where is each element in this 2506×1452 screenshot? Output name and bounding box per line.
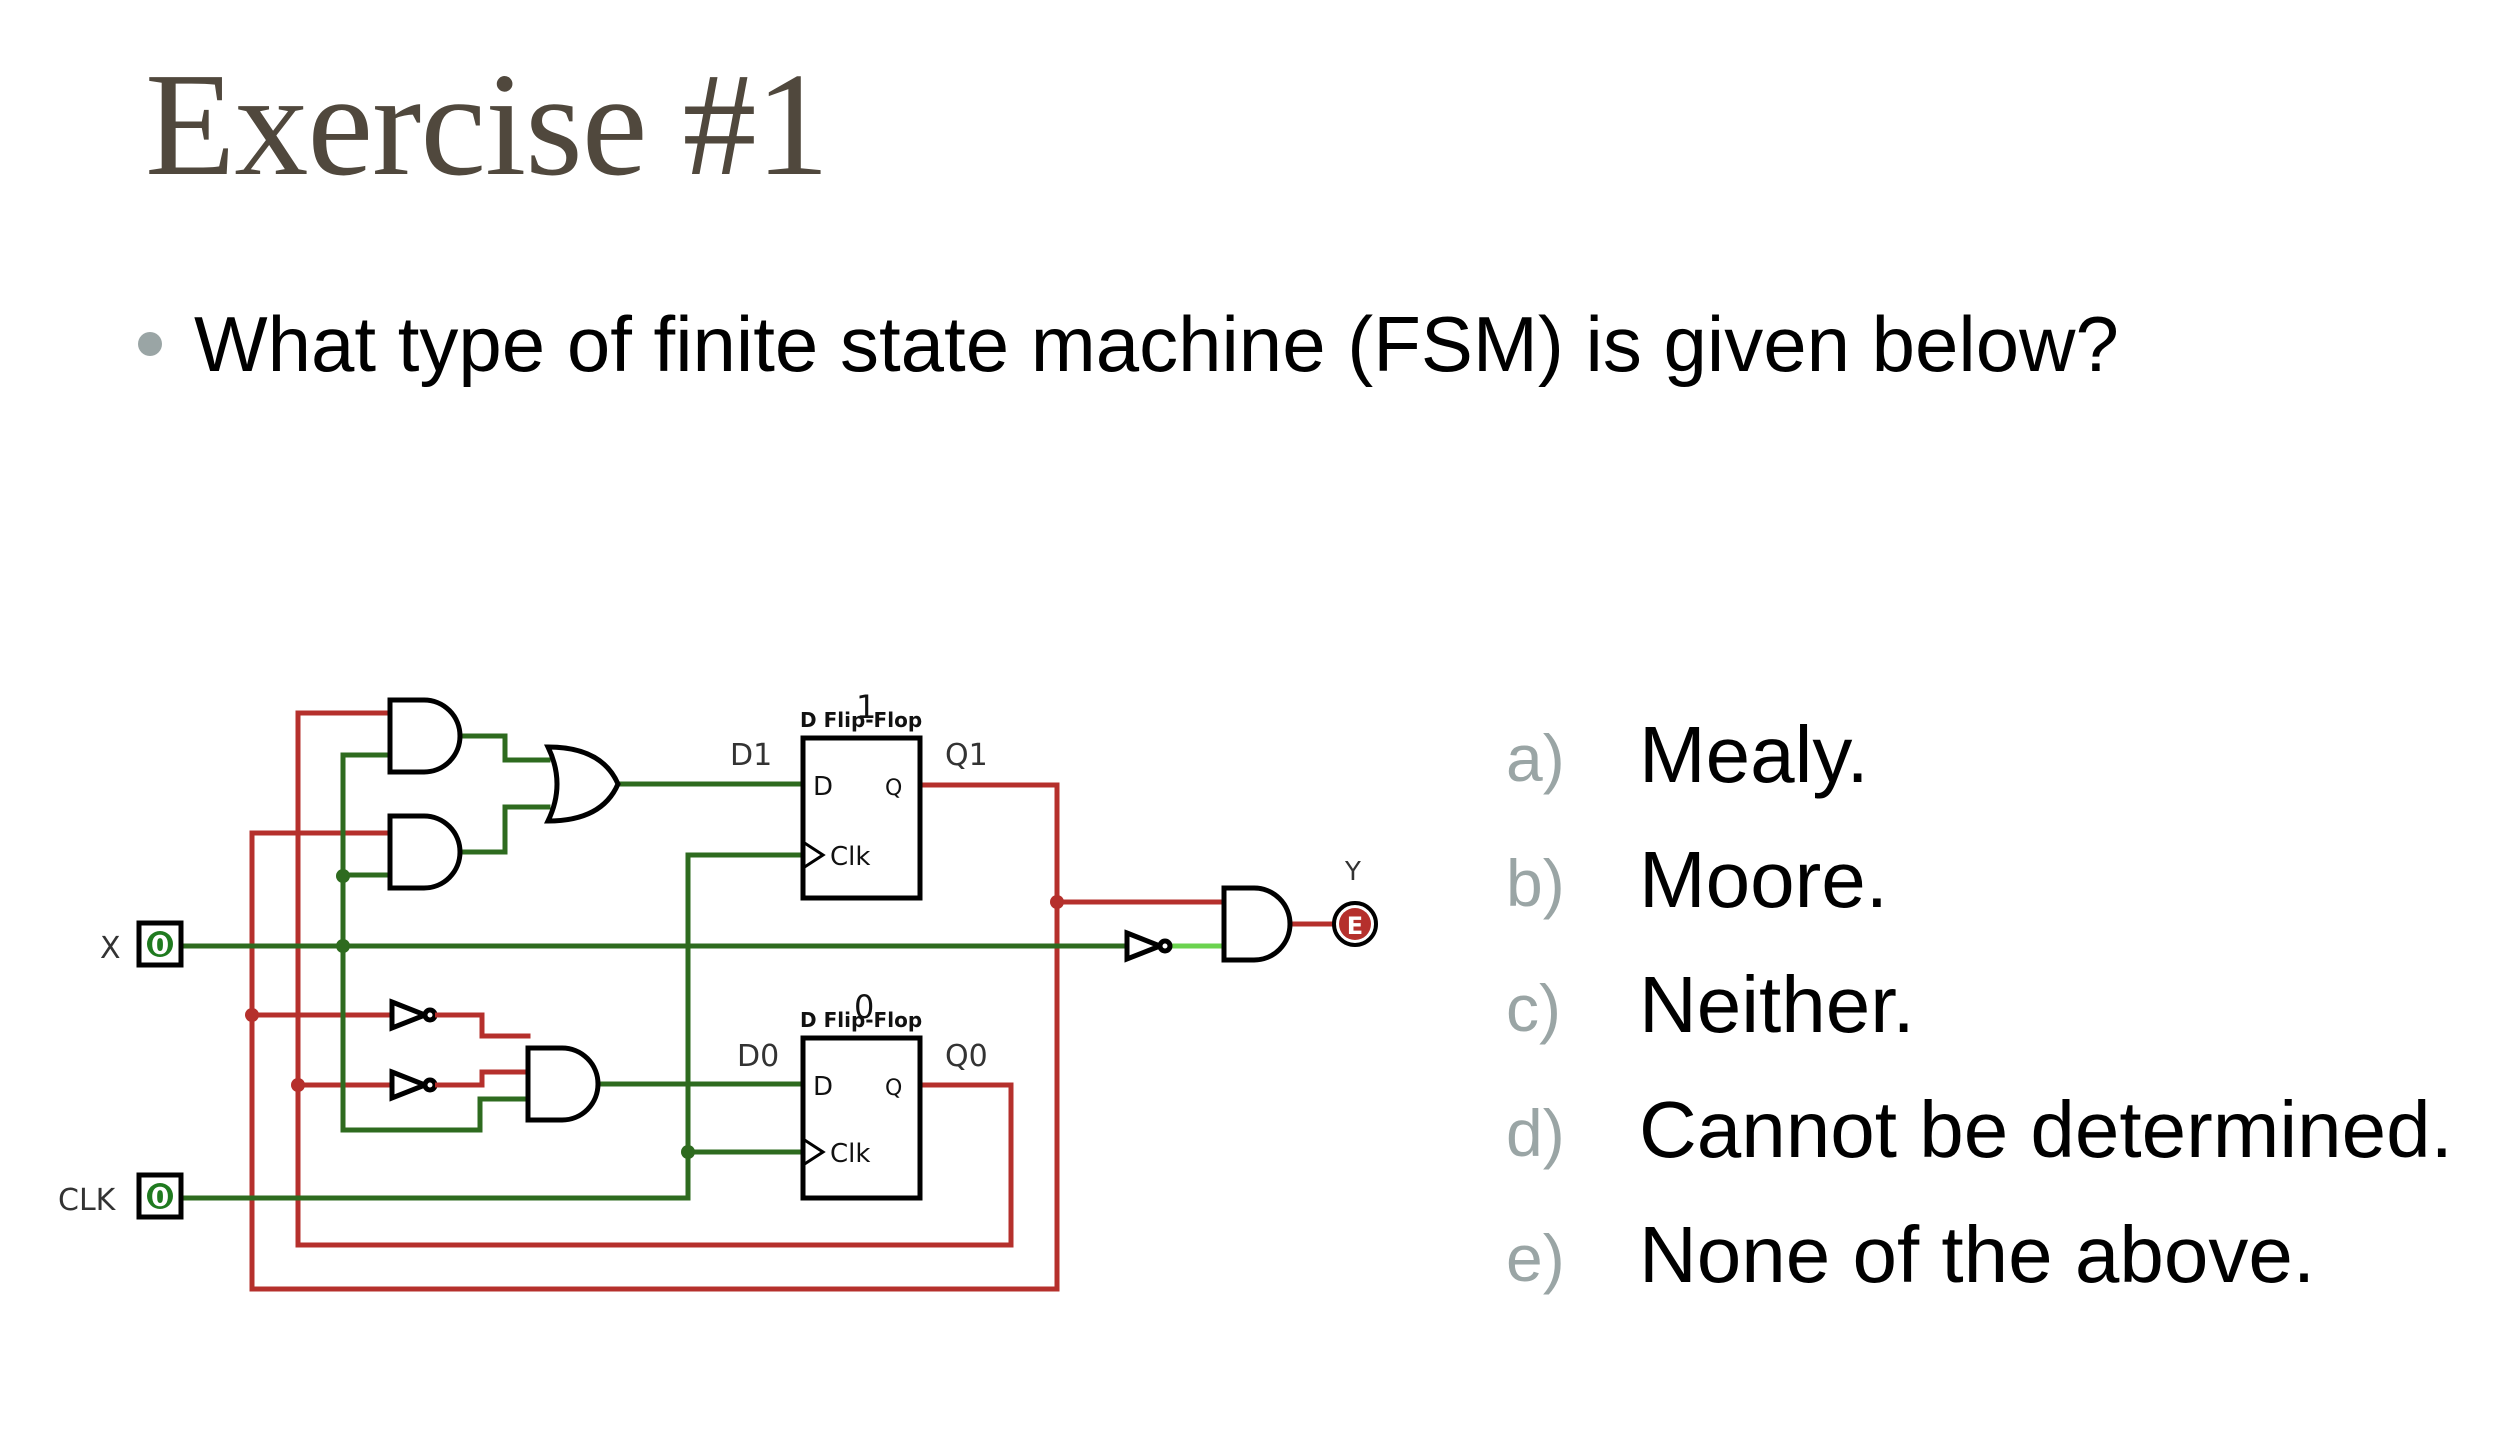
not-gate-1 [389, 998, 482, 1032]
input-pin-x[interactable]: 0 [136, 920, 184, 968]
flip-flop-1 [800, 735, 923, 901]
input-clk-value: 0 [151, 1183, 169, 1213]
or-gate [544, 744, 621, 824]
and-gate-output [1221, 885, 1293, 963]
input-x-value: 0 [151, 931, 169, 961]
label-clk: CLK [58, 1183, 117, 1218]
label-x: X [100, 931, 121, 966]
ff0-q-pin: Q [885, 1076, 902, 1101]
label-q0: Q0 [945, 1039, 988, 1074]
ff1-q-pin: Q [885, 776, 902, 801]
option-text: Moore. [1639, 835, 1888, 924]
label-d0: D0 [737, 1039, 779, 1074]
clk-triangle-1 [802, 840, 826, 870]
option-letter: d) [1506, 1096, 1565, 1170]
ff0-clk-pin: Clk [830, 1139, 870, 1169]
option-letter: c) [1506, 971, 1561, 1045]
and-gate-3 [525, 1045, 601, 1123]
ff1-index: 1 [856, 688, 876, 726]
not-gate-2 [389, 1068, 482, 1102]
flip-flop-0 [800, 1035, 923, 1201]
red-wires [249, 710, 1339, 1292]
ff1-d-pin: D [813, 772, 833, 802]
output-pin-y: E [1332, 901, 1378, 947]
option-text: Neither. [1639, 960, 1915, 1049]
option-letter: e) [1506, 1221, 1565, 1295]
ff0-index: 0 [854, 988, 874, 1026]
bullet-dot [138, 332, 162, 356]
label-q1: Q1 [945, 738, 988, 773]
and-gate-2 [387, 813, 463, 891]
clk-triangle-0 [802, 1137, 826, 1167]
input-pin-clk[interactable]: 0 [136, 1172, 184, 1220]
output-y-value: E [1347, 912, 1363, 940]
slide-title: Exercise #1 [145, 43, 829, 207]
ff0-d-pin: D [813, 1072, 833, 1102]
question-text: What type of finite state machine (FSM) … [194, 300, 2119, 388]
ff1-header: D Flip-Flop [800, 708, 922, 732]
not-gate-3 [1124, 929, 1173, 963]
ff1-clk-pin: Clk [830, 842, 870, 872]
ff0-header: D Flip-Flop [800, 1008, 922, 1032]
label-d1: D1 [730, 738, 772, 773]
label-y: Y [1344, 857, 1361, 887]
option-letter: b) [1506, 846, 1565, 920]
option-text: Cannot be determined. [1639, 1085, 2453, 1174]
and-gate-1 [387, 697, 463, 775]
green-wires [182, 733, 1128, 1201]
junction-dots [245, 869, 1064, 1159]
option-text: Mealy. [1639, 710, 1869, 799]
circuit-diagram: 0 0 E X CLK Y D1 Q1 D0 Q0 D Flip-Flop 1 … [58, 688, 1378, 1292]
option-text: None of the above. [1639, 1210, 2316, 1299]
option-letter: a) [1506, 721, 1565, 795]
